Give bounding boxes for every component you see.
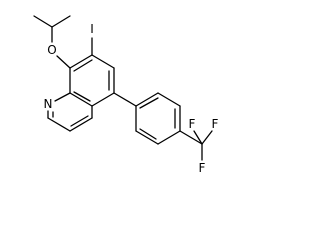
bond-aryl-c5-c6-inner: [139, 128, 157, 140]
bond-cf3-f-top-right: [201, 130, 213, 145]
atom-label-oxygen: O: [47, 43, 56, 57]
atom-label-iodine: I: [90, 22, 94, 36]
bond-c4a-c8a: [69, 92, 93, 107]
bond-cf3-f-top-left: [193, 130, 203, 145]
bond-isopropyl-ch-ch3-right: [51, 15, 71, 28]
bond-aryl-c5-c6: [135, 130, 159, 145]
molecule-diagram: I O N F F F: [33, 15, 219, 175]
bond-aryl-c4-c5: [157, 130, 181, 145]
atom-label-layer: I O N F F F: [44, 22, 219, 175]
bond-c3-c4-inner: [70, 115, 89, 127]
bond-aryl-c1-c2: [135, 92, 159, 107]
bond-c3-c4: [69, 117, 93, 132]
bond-layer: [33, 15, 213, 161]
bond-aryl-cf3: [179, 130, 203, 145]
bond-c4a-c8a-inner: [73, 91, 91, 102]
bond-c8-c7-inner: [73, 59, 93, 72]
bond-c8a-n1: [54, 92, 71, 102]
bond-o-c8: [56, 55, 71, 69]
atom-label-fluorine-top-left: F: [189, 117, 196, 131]
atom-label-fluorine-top-right: F: [212, 117, 219, 131]
bond-isopropyl-ch-ch3-left: [33, 15, 53, 28]
bond-aryl-c1-c2-inner: [139, 97, 159, 109]
bond-c8-c7: [69, 54, 93, 69]
atom-label-fluorine-bottom: F: [199, 161, 206, 175]
bond-aryl-c2-c3: [157, 92, 181, 107]
bond-c2-c3: [47, 117, 71, 132]
bond-c5-aryl: [113, 92, 137, 107]
bond-c5-c4a: [91, 92, 115, 107]
atom-label-nitrogen: N: [44, 97, 53, 111]
bond-c7-c6: [91, 54, 115, 69]
